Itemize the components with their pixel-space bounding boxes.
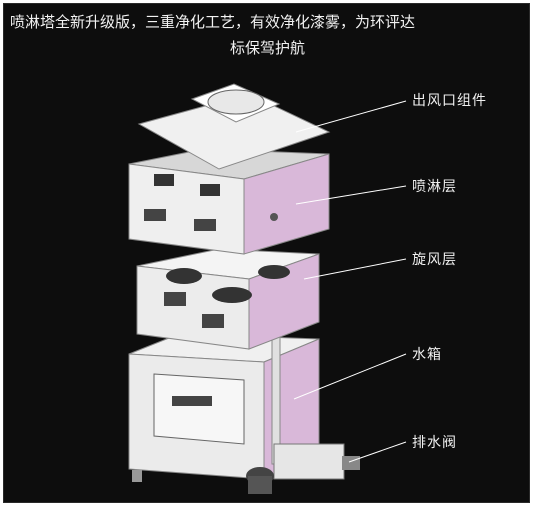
- spray-layer: [128, 148, 330, 255]
- spray-tower-exploded-view: [128, 83, 407, 494]
- callout-tank: 水箱: [412, 347, 442, 363]
- cyclone-layer: [136, 248, 320, 350]
- callout-outlet: 出风口组件: [412, 93, 487, 109]
- pump-and-drain-valve: [246, 293, 360, 494]
- callout-spray: 喷淋层: [412, 179, 457, 195]
- headline-line-2: 标保驾护航: [230, 39, 306, 57]
- headline-line-1: 喷淋塔全新升级版，三重净化工艺，有效净化漆雾，为环评达: [10, 13, 416, 31]
- air-outlet-assembly: [137, 83, 331, 170]
- product-diagram: 喷淋塔全新升级版，三重净化工艺，有效净化漆雾，为环评达 标保驾护航: [3, 3, 530, 503]
- callout-valve: 排水阀: [412, 435, 457, 451]
- callout-cyclone: 旋风层: [412, 252, 457, 268]
- callout-leader-lines: [293, 100, 407, 463]
